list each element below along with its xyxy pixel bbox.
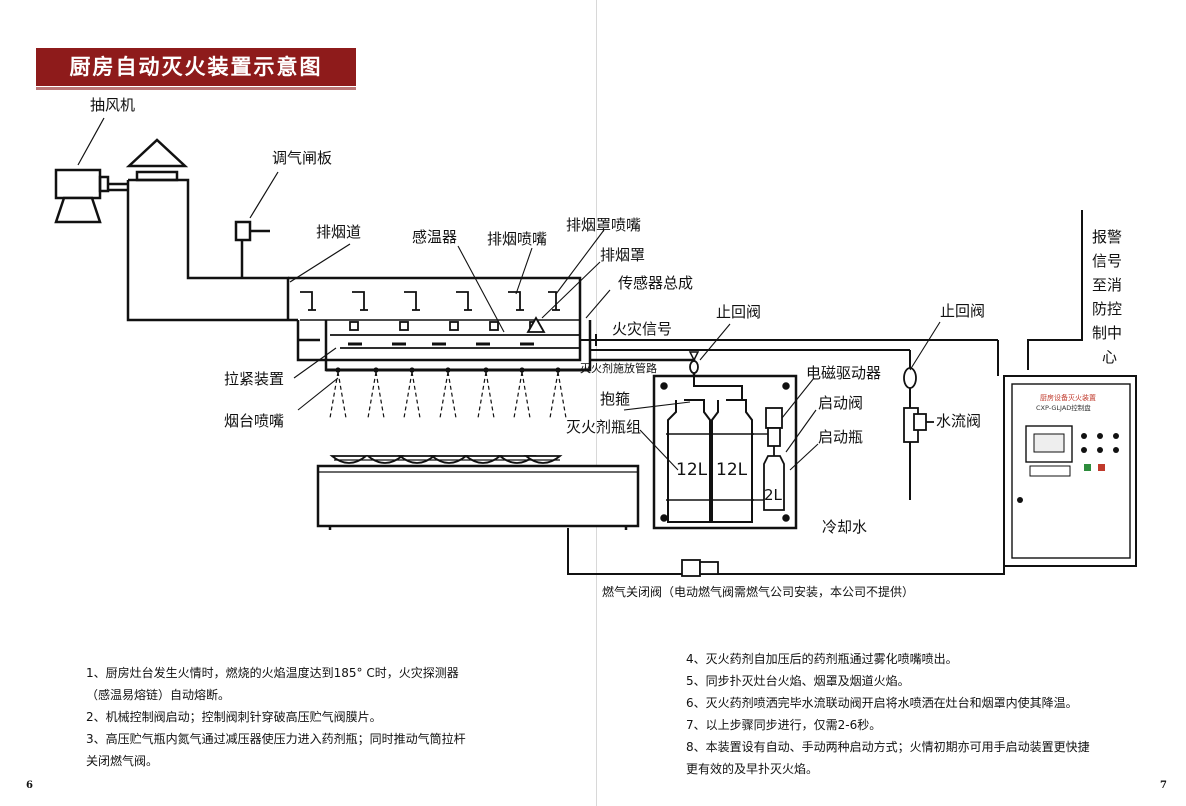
label-alarm-signal-2: 信号 <box>1092 252 1122 270</box>
label-hood-nozzle: 排烟罩喷嘴 <box>566 216 641 234</box>
label-alarm-signal-3: 至消 <box>1092 276 1122 294</box>
label-sensor-assembly: 传感器总成 <box>618 274 693 292</box>
stove-nozzles <box>329 367 567 419</box>
chimney <box>125 138 298 322</box>
exhaust-fan <box>54 117 128 224</box>
label-start-bottle: 启动瓶 <box>818 428 863 446</box>
damper <box>234 171 279 278</box>
panel-model: CXP-GLJAD控制盘 <box>1036 403 1091 412</box>
diagram-title: 厨房自动灭火装置示意图 <box>36 48 356 90</box>
kitchen-stove <box>316 455 640 530</box>
label-fire-signal: 火灾信号 <box>612 320 672 338</box>
page-number-left: 6 <box>26 780 33 791</box>
label-cylinder-group: 灭火剂瓶组 <box>566 418 641 436</box>
steps-right: 4、灭火药剂自加压后的药剂瓶通过雾化喷嘴喷出。 5、同步扑灭灶台火焰、烟罩及烟道… <box>686 648 1156 780</box>
exhaust-hood <box>324 320 592 372</box>
step-left-2: （感温易熔链）自动熔断。 <box>86 688 231 702</box>
label-cylinder-1: 12L <box>676 460 708 480</box>
page-number-right: 7 <box>1160 780 1167 791</box>
label-alarm-signal-6: 心 <box>1102 348 1117 366</box>
label-alarm-signal-4: 防控 <box>1092 300 1122 318</box>
label-sensor: 感温器 <box>412 228 457 246</box>
label-start-valve: 启动阀 <box>818 394 863 412</box>
water-flow-valve <box>903 407 934 443</box>
label-cooling-water: 冷却水 <box>822 518 867 536</box>
step-right-3: 6、灭火药剂喷洒完毕水流联动阀开启将水喷洒在灶台和烟罩内使其降温。 <box>686 696 1078 710</box>
panel-title: 厨房设备灭火装置 <box>1040 393 1096 402</box>
gas-shutoff-valve <box>681 559 719 577</box>
step-left-3: 2、机械控制阀启动；控制阀刺针穿破高压贮气阀膜片。 <box>86 710 382 724</box>
label-flue: 排烟道 <box>316 223 361 241</box>
step-right-1: 4、灭火药剂自加压后的药剂瓶通过雾化喷嘴喷出。 <box>686 652 958 666</box>
label-check-valve-right: 止回阀 <box>940 302 985 320</box>
label-fan: 抽风机 <box>90 96 135 114</box>
label-water-flow-valve: 水流阀 <box>936 412 981 430</box>
start-bottle <box>623 377 819 511</box>
step-right-5: 8、本装置设有自动、手动两种启动方式；火情初期亦可用手启动装置更快捷 <box>686 740 1090 754</box>
step-right-2: 5、同步扑灭灶台火焰、烟罩及烟道火焰。 <box>686 674 910 688</box>
step-left-4: 3、高压贮气瓶内氮气通过减压器使压力进入药剂瓶；同时推动气筒拉杆 <box>86 732 466 746</box>
kitchen-fire-suppression-diagram: 抽风机 调气闸板 排烟道 感温器 排烟喷嘴 排烟罩喷嘴 排烟罩 传感器总成 火灾… <box>54 96 1137 599</box>
label-agent-pipe: 灭火剂施放管路 <box>580 361 657 375</box>
label-gas-shutoff: 燃气关闭阀（电动燃气阀需燃气公司安装，本公司不提供） <box>602 584 914 599</box>
label-solenoid-driver: 电磁驱动器 <box>806 364 881 382</box>
label-tension-device: 拉紧装置 <box>224 370 284 388</box>
label-cylinder-2: 12L <box>716 460 748 480</box>
check-valve-left <box>689 323 731 374</box>
label-check-valve-left: 止回阀 <box>716 303 761 321</box>
page-fold <box>596 0 597 806</box>
label-hood: 排烟罩 <box>600 246 645 264</box>
label-alarm-signal-5: 制中 <box>1092 324 1122 342</box>
label-stove-nozzle: 烟台喷嘴 <box>224 412 284 430</box>
flue-nozzles <box>300 291 560 311</box>
label-start-cylinder: 2L <box>764 486 783 504</box>
step-right-6: 更有效的及早扑灭火焰。 <box>686 762 819 776</box>
check-valve-right <box>903 321 941 389</box>
leader-lines <box>293 229 611 411</box>
sensor-chain <box>330 316 580 349</box>
label-clamp: 抱箍 <box>600 390 630 408</box>
step-left-5: 关闭燃气阀。 <box>86 754 159 768</box>
control-panel <box>1003 375 1137 567</box>
label-alarm-signal-1: 报警 <box>1092 228 1122 246</box>
steps-left: 1、厨房灶台发生火情时，燃烧的火焰温度达到185° C时，火灾探测器 （感温易熔… <box>86 662 556 772</box>
agent-cylinders <box>666 376 768 523</box>
label-damper: 调气闸板 <box>272 149 332 167</box>
step-right-4: 7、以上步骤同步进行，仅需2-6秒。 <box>686 718 882 732</box>
label-flue-nozzle: 排烟喷嘴 <box>487 230 547 248</box>
step-left-1: 1、厨房灶台发生火情时，燃烧的火焰温度达到185° C时，火灾探测器 <box>86 666 459 680</box>
